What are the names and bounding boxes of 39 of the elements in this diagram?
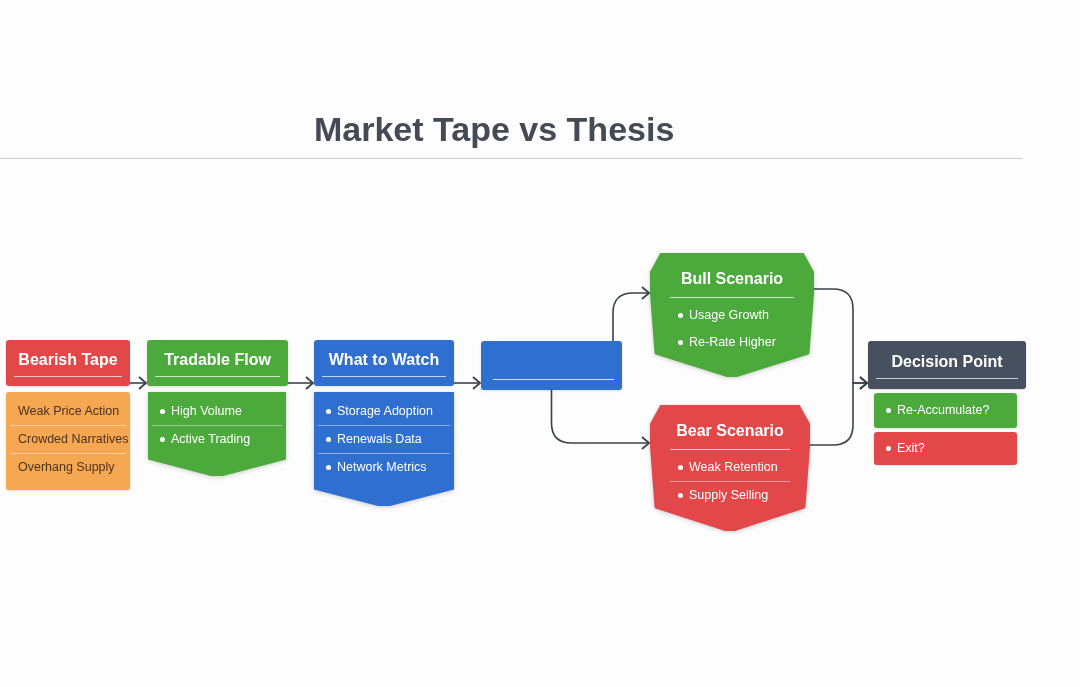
list-item: Storage Adoption (337, 403, 433, 420)
option-text: Re-Accumulate? (897, 402, 990, 419)
list-item: Usage Growth (689, 307, 769, 324)
scenario-title: Bull Scenario (670, 267, 794, 298)
list-pentagon (148, 392, 286, 476)
diagram-title: Market Tape vs Thesis (314, 109, 675, 150)
list-item: Weak Price Action (18, 403, 120, 420)
list-item: Overhang Supply (18, 459, 115, 476)
arrow (287, 376, 314, 390)
list-item: Renewals Data (337, 431, 422, 448)
arrow (453, 376, 481, 390)
scenario-shape (650, 253, 814, 377)
arrow (809, 376, 868, 446)
list-item: High Volume (171, 403, 242, 420)
list-item: Re-Rate Higher (689, 334, 776, 351)
scenario-title: Bear Scenario (670, 419, 790, 450)
header-box (6, 340, 130, 386)
arrow (612, 286, 650, 342)
empty-box (481, 341, 622, 390)
header-text: Decision Point (891, 351, 1003, 372)
list-item: Supply Selling (689, 487, 769, 504)
header-text: Bearish Tape (18, 349, 118, 370)
list-item: Crowded Narratives (18, 431, 129, 448)
header-box (868, 341, 1026, 389)
list-box (6, 392, 130, 490)
option-box (874, 432, 1017, 465)
header-text: Tradable Flow (164, 349, 271, 370)
header-text: What to Watch (328, 349, 440, 370)
scenario-shape (650, 405, 810, 531)
option-text: Exit? (897, 440, 925, 457)
header-box (147, 340, 288, 386)
header-box (314, 340, 454, 386)
list-pentagon (314, 392, 454, 506)
list-item: Active Trading (171, 431, 251, 448)
list-item: Weak Retention (689, 459, 778, 476)
list-item: Network Metrics (337, 459, 427, 476)
arrow (550, 389, 650, 450)
option-box (874, 393, 1017, 428)
arrow (129, 376, 147, 390)
